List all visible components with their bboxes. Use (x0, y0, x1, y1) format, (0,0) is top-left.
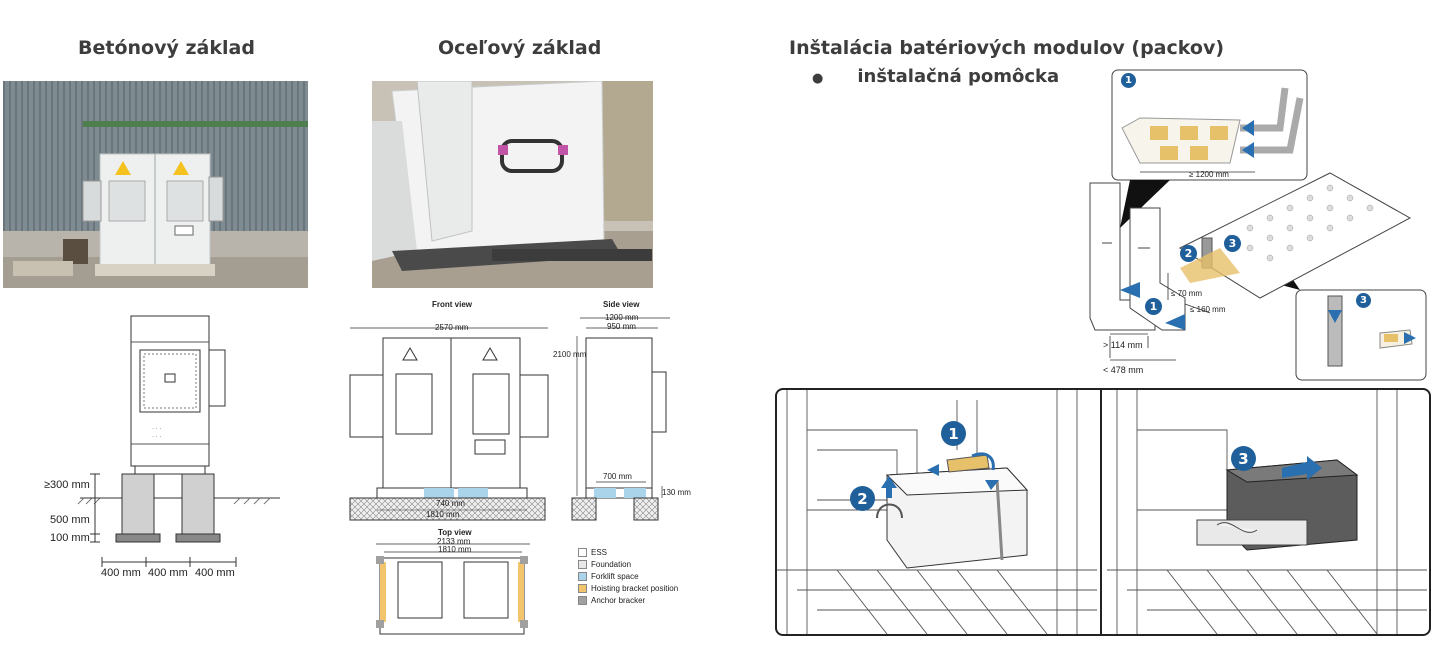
front-inner-740-label: 740 mm (436, 499, 465, 508)
svg-text:· · ·: · · · (152, 426, 161, 432)
legend-forklift: Forklift space (578, 570, 678, 582)
bullet-text: inštalačná pomôcka (857, 66, 1060, 87)
dim-bottom-1: 400 mm (101, 567, 141, 579)
dim-160-label: ≤ 160 mm (1190, 305, 1226, 314)
front-width-label: 2570 mm (435, 323, 469, 332)
bullet-dot-icon: ● (812, 71, 824, 86)
legend-anchor: Anchor bracker (578, 594, 678, 606)
dim-depth: 500 mm (50, 514, 90, 526)
battery-install-title: Inštalácia batériových modulov (packov) (789, 37, 1225, 59)
legend-ess: ESS (578, 546, 678, 558)
dim-114-label: > 114 mm (1103, 340, 1143, 350)
step-2-badge: 2 (1180, 245, 1197, 262)
concrete-foundation-drawing: · · · · · · (40, 312, 290, 582)
front-view-label: Front view (432, 300, 473, 309)
step-1-badge-inset: 1 (1121, 73, 1136, 88)
dim-base: 100 mm (50, 532, 90, 544)
top-2133-label: 2133 mm (437, 537, 471, 546)
dim-height: ≥300 mm (44, 479, 90, 491)
dim-bottom-3: 400 mm (195, 567, 235, 579)
side-130-label: 130 mm (662, 488, 691, 497)
pack-install-panel (775, 388, 1431, 636)
dim-70-label: ≤ 70 mm (1171, 289, 1203, 298)
legend-foundation: Foundation (578, 558, 678, 570)
panel-step-2-badge: 2 (850, 486, 875, 511)
legend-hoisting: Hoisting bracket position (578, 582, 678, 594)
battery-install-bullet: ● inštalačná pomôcka (812, 66, 1059, 87)
concrete-foundation-photo (3, 81, 308, 288)
step-1-badge: 1 (1145, 298, 1162, 315)
side-950-label: 950 mm (607, 322, 636, 331)
concrete-foundation-title: Betónový základ (78, 37, 255, 59)
steel-legend: ESS Foundation Forklift space Hoisting b… (578, 546, 678, 606)
dim-1200-label: ≥ 1200 mm (1189, 170, 1229, 179)
dim-478-label: < 478 mm (1103, 365, 1144, 375)
steel-foundation-photo (372, 81, 653, 288)
side-700-label: 700 mm (603, 472, 632, 481)
steel-foundation-drawing (340, 300, 700, 640)
steel-foundation-title: Oceľový základ (438, 37, 602, 59)
side-1200-label: 1200 mm (605, 313, 639, 322)
step-3-badge-inset: 3 (1356, 293, 1371, 308)
panel-step-1-badge: 1 (941, 421, 966, 446)
front-inner-1810-label: 1810 mm (426, 510, 460, 519)
step-3-badge: 3 (1224, 235, 1241, 252)
top-view-label: Top view (438, 528, 472, 537)
side-view-label: Side view (603, 300, 640, 309)
install-tool-diagram (1080, 68, 1430, 383)
dim-bottom-2: 400 mm (148, 567, 188, 579)
panel-step-3-badge: 3 (1231, 446, 1256, 471)
top-1810-label: 1810 mm (438, 545, 472, 554)
svg-text:· · ·: · · · (152, 434, 161, 440)
front-height-label: 2100 mm (553, 350, 587, 359)
